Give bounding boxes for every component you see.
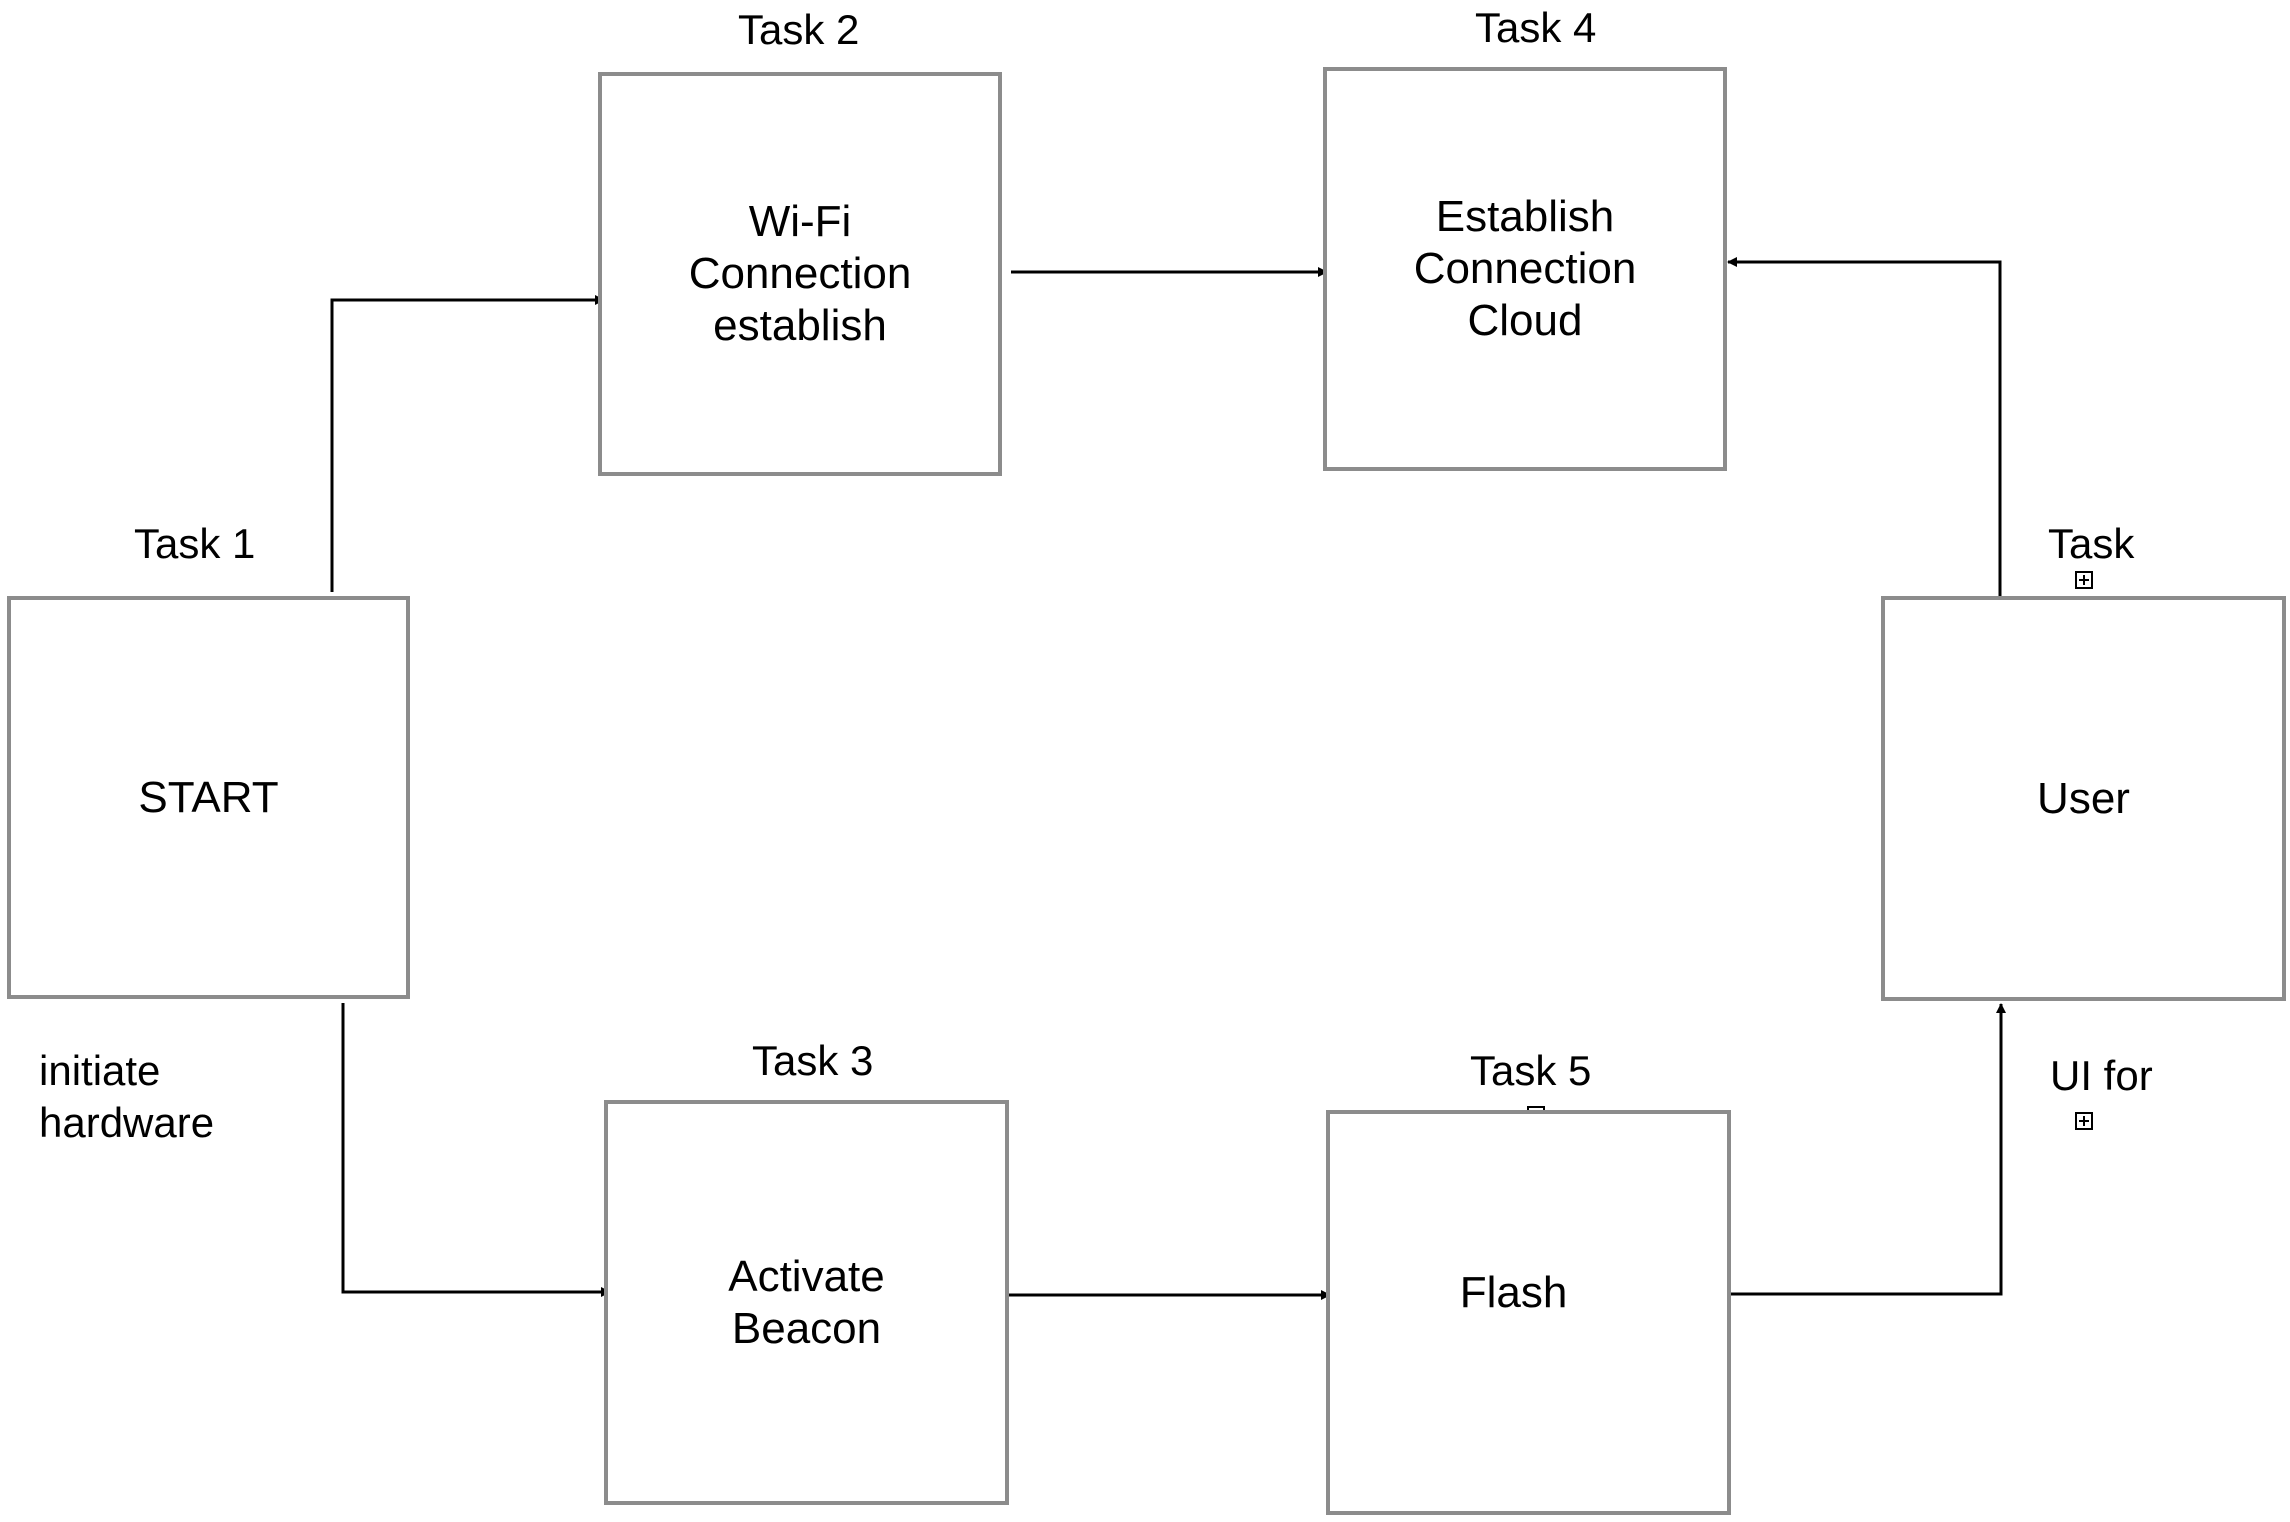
edge-user-to-cloud xyxy=(1727,257,2002,600)
cloud-connection-text: Establish Connection Cloud xyxy=(1413,192,1637,345)
user-text: User xyxy=(2037,773,2130,823)
edge-start-to-beacon xyxy=(341,1003,611,1297)
initiate-hardware-note: initiate hardware xyxy=(39,1047,215,1146)
task-2-label: Task 2 xyxy=(738,6,860,53)
activate-beacon-box[interactable]: Activate Beacon xyxy=(604,1100,1009,1505)
task-1-label: Task 1 xyxy=(134,520,256,567)
user-box[interactable]: User xyxy=(1881,596,2286,1001)
user-task-expand-marker[interactable] xyxy=(2075,571,2093,589)
edge-flash-to-user xyxy=(1731,1003,2006,1296)
user-task-label: Task xyxy=(2048,520,2135,567)
start-box-text: START xyxy=(138,772,279,822)
ui-for-note: UI for xyxy=(2050,1052,2153,1099)
wifi-connection-text: Wi-Fi Connection establish xyxy=(688,197,912,350)
flash-text: Flash xyxy=(1459,1267,1568,1317)
activate-beacon-text: Activate Beacon xyxy=(728,1251,885,1353)
task-5-label: Task 5 xyxy=(1470,1047,1592,1094)
ui-for-expand-marker[interactable] xyxy=(2075,1112,2093,1130)
cloud-connection-box[interactable]: Establish Connection Cloud xyxy=(1323,67,1727,471)
flash-box[interactable]: Flash xyxy=(1326,1110,1731,1515)
edge-start-to-wifi xyxy=(330,295,605,592)
wifi-connection-box[interactable]: Wi-Fi Connection establish xyxy=(598,72,1002,476)
task-3-label: Task 3 xyxy=(752,1037,874,1084)
start-box[interactable]: START xyxy=(7,596,410,999)
task-4-label: Task 4 xyxy=(1475,4,1597,51)
